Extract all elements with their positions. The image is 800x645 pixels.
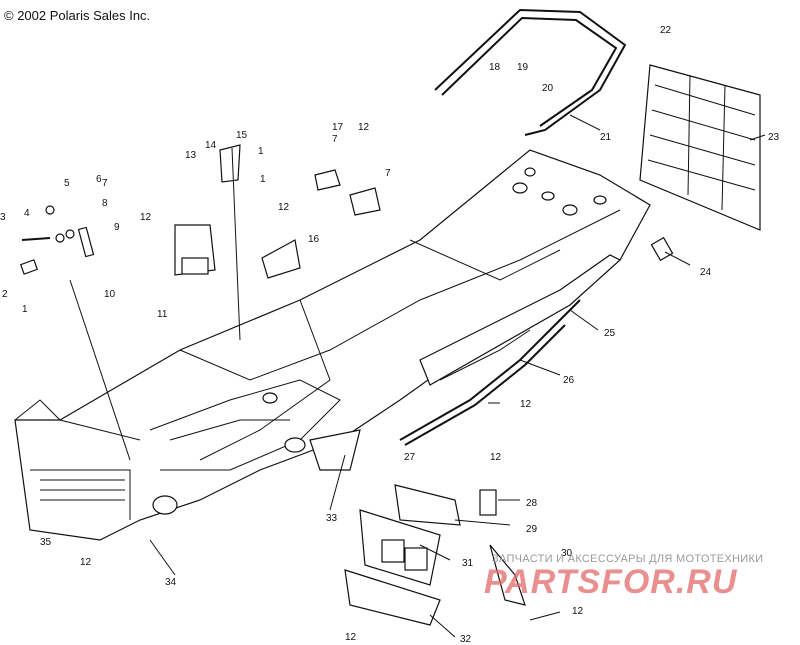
callout: 28 [526,498,538,509]
callout: 30 [561,548,573,559]
callout: 9 [114,222,120,233]
callout-labels: 1 1 1 2 3 4 5 6 7 7 7 8 9 10 11 12 12 12… [0,25,780,645]
callout: 33 [326,513,338,524]
callout: 35 [40,537,52,548]
callout: 34 [165,577,177,588]
callout: 25 [604,328,616,339]
leader-lines [69,114,766,638]
callout: 7 [385,168,391,179]
callout: 4 [24,208,30,219]
callout: 23 [768,132,780,143]
copyright-text: © 2002 Polaris Sales Inc. [4,8,151,23]
rear-bumper [434,8,627,136]
callout: 10 [104,289,116,300]
callout: 20 [542,83,554,94]
callout: 16 [308,234,320,245]
callout: 1 [258,146,264,157]
callout: 3 [0,212,6,223]
callout: 32 [460,634,472,645]
callout: 7 [102,178,108,189]
callout: 31 [462,558,474,569]
callout: 19 [517,62,529,73]
callout: 8 [102,198,108,209]
callout: 14 [205,140,217,151]
callout: 12 [520,399,532,410]
callout: 21 [600,132,612,143]
callout: 12 [80,557,92,568]
callout: 1 [22,304,28,315]
callout: 13 [185,150,197,161]
callout: 18 [489,62,501,73]
running-board [419,254,622,386]
snow-flap [639,64,761,231]
hardware-parts [19,144,674,626]
callout: 12 [490,452,502,463]
chassis-frame [14,149,651,541]
callout: 5 [64,178,70,189]
watermark-subtitle: ЗАПЧАСТИ И АКСЕССУАРЫ ДЛЯ МОТОТЕХНИКИ [492,553,764,565]
callout: 7 [332,134,338,145]
callout: 12 [140,212,152,223]
callout: 27 [404,452,416,463]
callout: 12 [358,122,370,133]
callout: 17 [332,122,344,133]
callout: 15 [236,130,248,141]
callout: 26 [563,375,575,386]
callout: 22 [660,25,672,36]
callout: 12 [572,606,584,617]
callout: 29 [526,524,538,535]
callout: 24 [700,267,712,278]
callout: 2 [2,289,8,300]
callout: 12 [278,202,290,213]
watermark-logo: PARTSFOR.RU [484,563,738,601]
callout: 1 [260,174,266,185]
callout: 11 [157,309,168,320]
callout: 12 [345,632,357,643]
callout: 6 [96,174,102,185]
